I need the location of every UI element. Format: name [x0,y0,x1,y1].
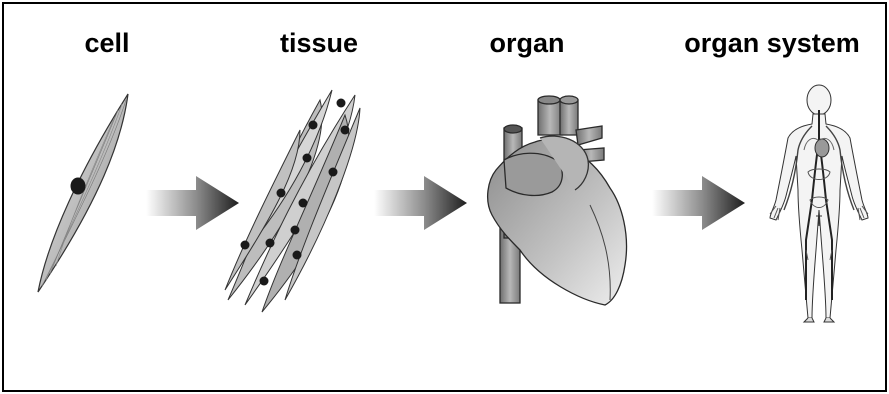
muscle-cell-icon [38,94,128,292]
heart-icon [488,96,627,305]
right-arrow-icon-2 [374,176,467,230]
muscle-tissue-icon [225,90,360,312]
right-arrow-icon-1 [146,176,239,230]
right-arrow-icon-3 [652,176,745,230]
circulatory-system-icon [770,85,868,322]
